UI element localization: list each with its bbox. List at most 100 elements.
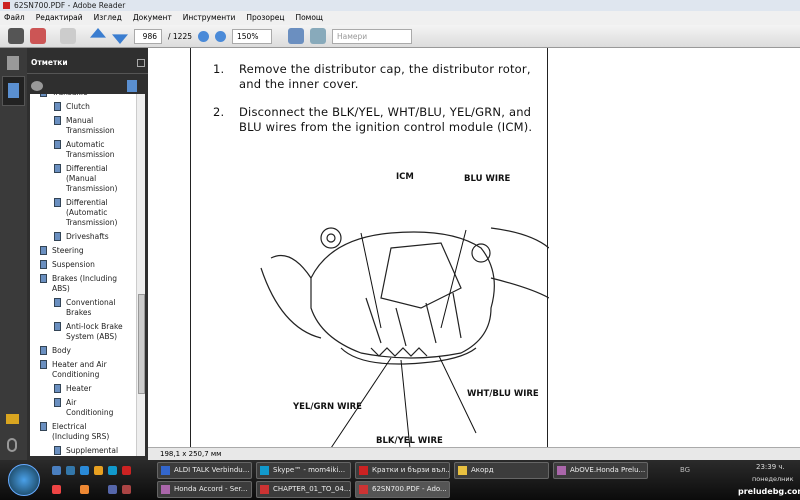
- bookmark-item[interactable]: Body: [30, 346, 136, 356]
- bookmark-item[interactable]: Differential (Manual Transmission): [30, 164, 136, 194]
- quicklaunch-icon[interactable]: [66, 466, 75, 475]
- toolbar: 986 / 1225 150% Намери: [0, 25, 800, 48]
- ie-icon[interactable]: [80, 466, 89, 475]
- next-page-icon[interactable]: [112, 34, 128, 44]
- quicklaunch-icon[interactable]: [122, 485, 131, 494]
- taskbar: ALDI TALK Verbindu... Skype™ - mom4iki..…: [0, 460, 800, 500]
- opera-icon[interactable]: [122, 466, 131, 475]
- bookmark-icon: [54, 298, 61, 307]
- bookmark-label: Conventional Brakes: [66, 298, 116, 317]
- taskbar-button[interactable]: Акорд: [454, 462, 549, 479]
- bookmark-icon: [40, 422, 47, 431]
- icm-label: ICM: [396, 172, 414, 182]
- skype-icon[interactable]: [108, 466, 117, 475]
- comment-icon[interactable]: [60, 28, 76, 44]
- menu-tools[interactable]: Инструменти: [182, 13, 236, 22]
- taskbar-button[interactable]: ALDI TALK Verbindu...: [157, 462, 252, 479]
- firefox-icon[interactable]: [94, 466, 103, 475]
- bookmark-item[interactable]: Steering: [30, 246, 136, 256]
- bookmark-item[interactable]: Automatic Transmission: [30, 140, 136, 160]
- taskbar-button[interactable]: CHAPTER_01_TO_04...: [256, 481, 351, 498]
- menu-view[interactable]: Изглед: [93, 13, 122, 22]
- bookmark-item[interactable]: Differential (Automatic Transmission): [30, 198, 136, 228]
- bookmark-item[interactable]: Air Conditioning: [30, 398, 136, 418]
- taskbar-button[interactable]: Кратки и бързи въл...: [355, 462, 450, 479]
- bookmark-icon: [54, 164, 61, 173]
- distributor-diagram: [260, 227, 549, 448]
- quicklaunch-icon[interactable]: [80, 485, 89, 494]
- bookmark-icon: [54, 232, 61, 241]
- bookmark-icon: [40, 360, 47, 369]
- print-icon[interactable]: [8, 28, 24, 44]
- pages-icon[interactable]: [7, 56, 19, 70]
- fit-page-icon[interactable]: [288, 28, 304, 44]
- bookmark-item[interactable]: Brakes (Including ABS): [30, 274, 136, 294]
- share-icon[interactable]: [30, 28, 46, 44]
- collapse-panel-icon[interactable]: [137, 59, 145, 67]
- step-number: 2.: [213, 105, 225, 119]
- page-total: / 1225: [168, 31, 192, 41]
- menu-edit[interactable]: Редактирай: [35, 13, 83, 22]
- bookmark-icon: [40, 246, 47, 255]
- panel-title: Отметки: [27, 48, 148, 74]
- start-button[interactable]: [8, 464, 40, 496]
- menu-help[interactable]: Помощ: [295, 13, 323, 22]
- bookmark-item[interactable]: Electrical (Including SRS): [30, 422, 136, 442]
- menu-document[interactable]: Документ: [132, 13, 172, 22]
- bookmarks-tab[interactable]: [2, 76, 25, 106]
- bookmark-label: Electrical (Including SRS): [52, 422, 110, 441]
- attachments-icon[interactable]: [7, 438, 17, 452]
- yel-grn-wire-label: YEL/GRN WIRE: [293, 402, 362, 412]
- bookmark-item[interactable]: Supplemental Restraint System (SRS)-Type…: [30, 446, 136, 456]
- bookmark-item[interactable]: Clutch: [30, 102, 136, 112]
- taskbar-button-active[interactable]: 62SN700.PDF - Ado...: [355, 481, 450, 498]
- options-gear-icon[interactable]: [31, 81, 43, 91]
- bookmark-item[interactable]: Manual Transmission: [30, 116, 136, 136]
- step-text: Disconnect the BLK/YEL, WHT/BLU, YEL/GRN…: [239, 105, 533, 134]
- new-bookmark-icon[interactable]: [127, 80, 137, 92]
- window-title: 62SN700.PDF - Adobe Reader: [14, 1, 126, 10]
- quicklaunch-icon[interactable]: [52, 466, 61, 475]
- bookmark-item[interactable]: Anti-lock Brake System (ABS): [30, 322, 136, 342]
- bookmark-item[interactable]: Driveshafts: [30, 232, 136, 242]
- full-screen-icon[interactable]: [310, 28, 326, 44]
- prev-page-icon[interactable]: [90, 28, 106, 38]
- bookmark-icon: [54, 102, 61, 111]
- bookmark-icon: [40, 346, 47, 355]
- status-bar: 198,1 x 250,7 мм: [148, 447, 800, 460]
- bookmark-item[interactable]: Suspension: [30, 260, 136, 270]
- pdf-icon: [3, 2, 10, 9]
- bookmark-item[interactable]: Transaxle: [30, 94, 136, 98]
- bookmark-icon: [54, 446, 61, 455]
- language-indicator[interactable]: BG: [680, 466, 691, 474]
- zoom-out-icon[interactable]: [198, 30, 209, 42]
- comments-icon[interactable]: [6, 414, 19, 424]
- taskbar-button[interactable]: AbOVE.Honda Prelu...: [553, 462, 648, 479]
- page-size: 198,1 x 250,7 мм: [160, 450, 222, 458]
- menu-file[interactable]: Файл: [4, 13, 25, 22]
- page-number-input[interactable]: 986: [134, 28, 162, 44]
- bookmark-icon: [54, 116, 61, 125]
- bookmark-label: Steering: [52, 246, 84, 255]
- zoom-select[interactable]: 150%: [232, 28, 272, 44]
- bookmark-tree: TransaxleClutchManual TransmissionAutoma…: [30, 94, 136, 456]
- clock-time[interactable]: 23:39 ч.: [756, 463, 785, 471]
- bookmark-label: Differential (Manual Transmission): [66, 164, 118, 193]
- bookmark-item[interactable]: Heater and Air Conditioning: [30, 360, 136, 380]
- document-view: 1. Remove the distributor cap, the distr…: [148, 48, 800, 448]
- taskbar-button[interactable]: Skype™ - mom4iki...: [256, 462, 351, 479]
- search-input[interactable]: Намери: [332, 28, 412, 44]
- quicklaunch-icon[interactable]: [108, 485, 117, 494]
- bookmark-icon: [54, 398, 61, 407]
- chrome-icon[interactable]: [52, 485, 61, 494]
- bookmark-item[interactable]: Conventional Brakes: [30, 298, 136, 318]
- zoom-in-icon[interactable]: [215, 30, 226, 42]
- menu-window[interactable]: Прозорец: [246, 13, 285, 22]
- taskbar-button[interactable]: Honda Accord - Ser...: [157, 481, 252, 498]
- scrollbar[interactable]: [136, 94, 145, 456]
- step-text: Remove the distributor cap, the distribu…: [239, 62, 531, 91]
- bookmark-item[interactable]: Heater: [30, 384, 136, 394]
- wht-blu-wire-label: WHT/BLU WIRE: [467, 389, 539, 399]
- blk-yel-wire-label: BLK/YEL WIRE: [376, 436, 443, 446]
- bookmark-icon: [40, 274, 47, 283]
